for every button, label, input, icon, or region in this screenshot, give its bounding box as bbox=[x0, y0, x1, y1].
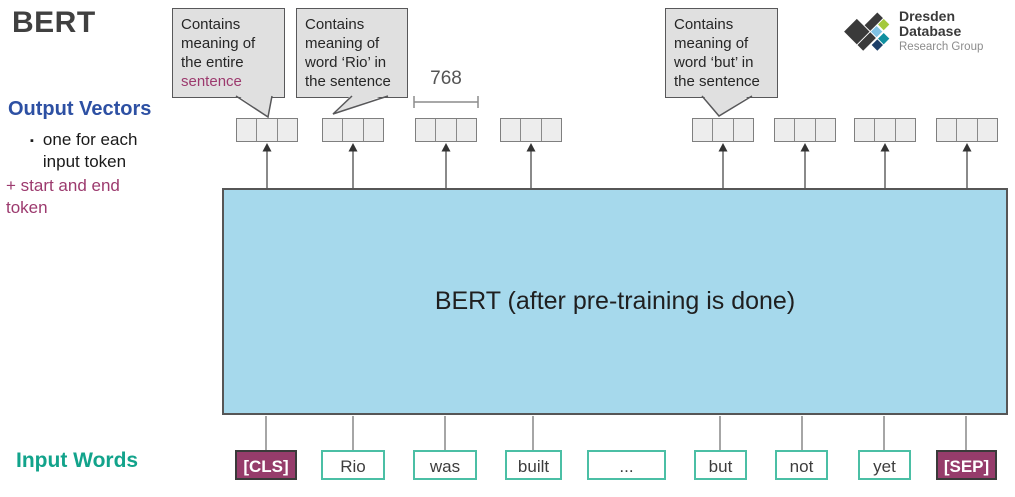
input-token-cls: [CLS] bbox=[235, 450, 297, 480]
input-token: yet bbox=[858, 450, 911, 480]
output-vector bbox=[692, 118, 754, 142]
input-token: was bbox=[413, 450, 477, 480]
vector-cell bbox=[874, 119, 895, 141]
input-token-ellipsis: ... bbox=[587, 450, 666, 480]
vector-cell bbox=[956, 119, 977, 141]
bert-model-box: BERT (after pre-training is done) bbox=[222, 188, 1008, 415]
logo-subtitle: Research Group bbox=[899, 41, 984, 53]
vector-cell bbox=[237, 119, 257, 141]
vector-cell bbox=[937, 119, 957, 141]
vector-cell bbox=[732, 119, 753, 141]
vector-cell bbox=[693, 119, 713, 141]
vector-cell bbox=[323, 119, 343, 141]
input-words-heading: Input Words bbox=[16, 449, 139, 472]
vector-cell bbox=[435, 119, 456, 141]
vector-cell bbox=[855, 119, 875, 141]
dimension-bracket bbox=[413, 96, 479, 108]
dresden-database-logo: Dresden Database Research Group bbox=[843, 6, 1013, 58]
output-vector bbox=[322, 118, 384, 142]
vector-cell bbox=[501, 119, 521, 141]
output-arrowheads bbox=[262, 143, 972, 152]
output-vectors-heading: Output Vectors bbox=[8, 98, 152, 120]
vector-cell bbox=[416, 119, 436, 141]
vector-cell bbox=[794, 119, 815, 141]
callout-highlight: sentence bbox=[181, 73, 242, 90]
vector-cell bbox=[342, 119, 363, 141]
output-vectors-bullet-text: one for each input token bbox=[42, 130, 138, 171]
vector-cell bbox=[894, 119, 915, 141]
vector-cell bbox=[520, 119, 541, 141]
input-connectors bbox=[265, 416, 967, 450]
logo-name-line2: Database bbox=[899, 23, 962, 39]
output-vectors-note: + start and end token bbox=[6, 176, 120, 217]
input-token: built bbox=[505, 450, 562, 480]
output-arrows bbox=[266, 150, 968, 188]
dimension-label: 768 bbox=[430, 68, 462, 89]
output-vector bbox=[236, 118, 298, 142]
page-title: BERT bbox=[12, 6, 96, 39]
vector-cell bbox=[362, 119, 383, 141]
output-vector bbox=[500, 118, 562, 142]
vector-cell bbox=[540, 119, 561, 141]
bert-model-label: BERT (after pre-training is done) bbox=[434, 287, 796, 315]
logo-diamond-icon bbox=[843, 6, 899, 58]
vector-cell bbox=[276, 119, 297, 141]
vector-cell bbox=[976, 119, 997, 141]
vector-cell bbox=[455, 119, 476, 141]
bullet-square-icon: ▪ bbox=[30, 135, 34, 147]
output-vector bbox=[936, 118, 998, 142]
vector-cell bbox=[775, 119, 795, 141]
callout-sentence-meaning: Contains meaning of the entire sentence bbox=[172, 8, 285, 98]
vector-cell bbox=[712, 119, 733, 141]
callout-text: Contains meaning of word ‘but’ in the se… bbox=[674, 16, 760, 90]
output-vector bbox=[774, 118, 836, 142]
callout-text: Contains meaning of word ‘Rio’ in the se… bbox=[305, 16, 391, 90]
output-vectors-bullet: ▪ one for each input token bbox=[30, 129, 160, 173]
input-token-sep: [SEP] bbox=[936, 450, 997, 480]
vector-cell bbox=[256, 119, 277, 141]
input-token: but bbox=[694, 450, 747, 480]
output-vector bbox=[415, 118, 477, 142]
output-vector bbox=[854, 118, 916, 142]
input-token: not bbox=[775, 450, 828, 480]
logo-name-line1: Dresden bbox=[899, 8, 956, 24]
callout-rio-meaning: Contains meaning of word ‘Rio’ in the se… bbox=[296, 8, 408, 98]
callout-but-meaning: Contains meaning of word ‘but’ in the se… bbox=[665, 8, 778, 98]
input-token: Rio bbox=[321, 450, 385, 480]
vector-cell bbox=[814, 119, 835, 141]
callout-text: Contains meaning of the entire bbox=[181, 16, 256, 71]
